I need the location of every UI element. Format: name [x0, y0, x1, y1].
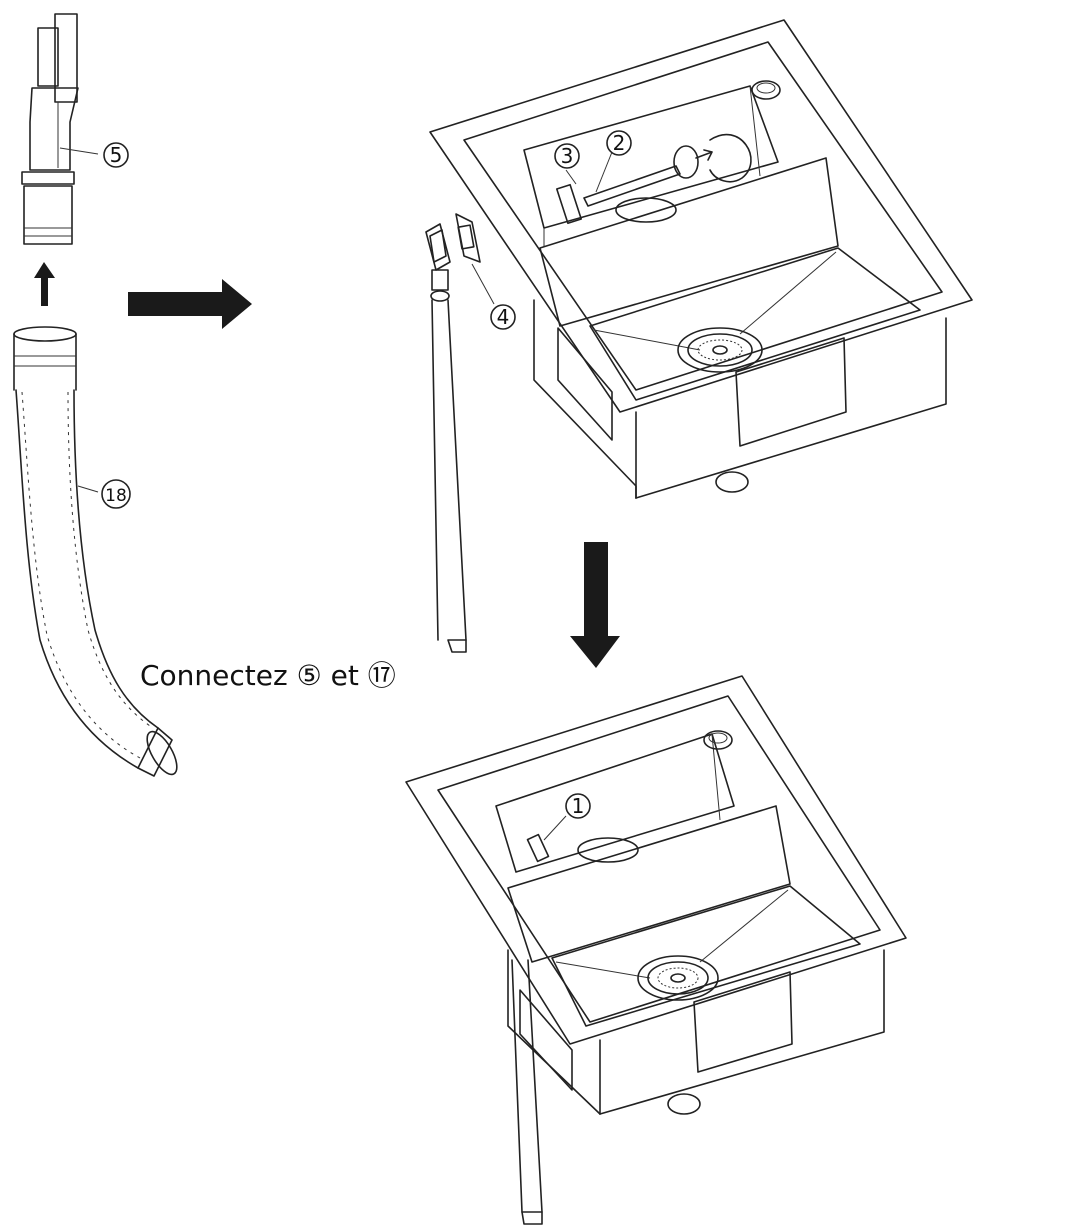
label-18-text: 18 [105, 486, 127, 506]
label-4: 4 [490, 304, 516, 330]
label-2-text: 2 [613, 131, 626, 155]
connector-part-5 [21, 13, 99, 245]
label-4-text: 4 [497, 305, 510, 329]
sink-bottom [405, 675, 907, 1225]
caption-text: Connectez ⑤ et ⑰ [140, 659, 396, 692]
label-1: 1 [565, 793, 591, 819]
label-5: 5 [103, 142, 129, 168]
up-arrow-icon [34, 262, 55, 306]
down-arrow-icon [570, 542, 620, 668]
label-1-text: 1 [572, 794, 585, 818]
label-18: 18 [101, 479, 131, 509]
label-3: 3 [554, 143, 580, 169]
drain-icon [677, 327, 763, 373]
label-5-text: 5 [110, 143, 123, 167]
overflow-pipe-part-4 [425, 213, 495, 653]
sink-top [429, 19, 973, 499]
right-arrow-icon [128, 279, 252, 329]
hose-part-18 [13, 326, 178, 777]
drain-icon [637, 955, 719, 1001]
label-2: 2 [606, 130, 632, 156]
label-3-text: 3 [561, 144, 574, 168]
